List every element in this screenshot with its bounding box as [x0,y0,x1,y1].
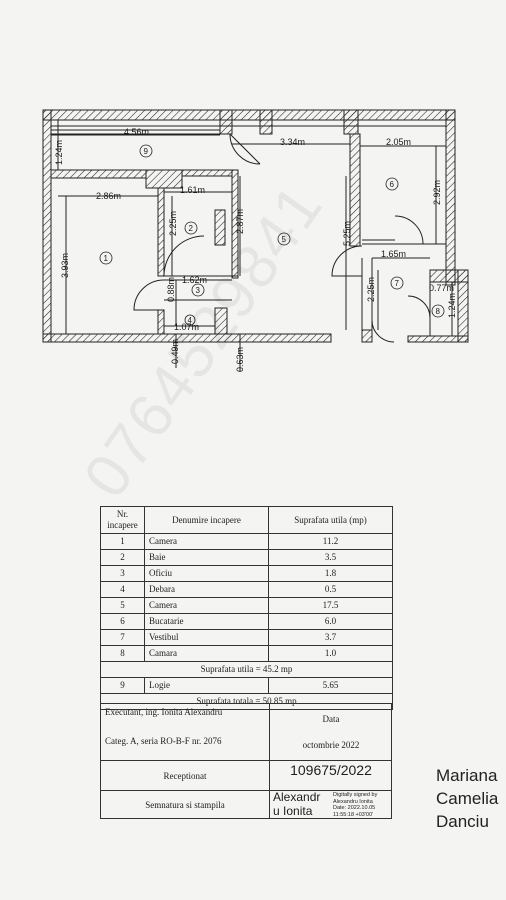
row-nr: 8 [100,645,145,662]
meta-block: Executant, ing. Ionita Alexandru Categ. … [100,703,392,819]
dimension-label: 1.65m [381,249,406,259]
row-nr: 7 [100,629,145,646]
signature-label: Semnatura si stampila [145,800,225,810]
dimension-label: 2.86m [96,191,121,201]
row-nr: 4 [100,581,145,598]
dimension-label: 4.56m [124,127,149,137]
dimension-label: 0.49m [170,339,180,364]
row-area: 17.5 [268,597,393,614]
row-area: 3.7 [268,629,393,646]
row-area: 0.5 [268,581,393,598]
dimension-label: 1.24m [54,140,64,165]
row-nr: 2 [100,549,145,566]
dimension-label: 1.24m [447,293,457,318]
room-number: 4 [188,316,193,325]
category: Categ. A, seria RO-B-F nr. 2076 [105,736,222,746]
room-number: 5 [282,235,287,244]
data-label: Data [322,714,340,724]
row-name: Oficiu [144,565,269,582]
signer-name: Alexandr u Ionita [273,790,321,818]
dimension-label: 0.77m [429,283,454,293]
row-nr: 3 [100,565,145,582]
useful-area-row: Suprafata utila = 45.2 mp [100,661,393,678]
table-header-row: Nr. incapere Denumire incapere Suprafata… [100,506,393,534]
total-area-row: Suprafata totala = 50.85 mp [100,693,393,710]
executant: Executant, ing. Ionita Alexandru [105,707,223,717]
dimension-label: 2.87m [235,209,245,234]
room-number: 9 [144,147,149,156]
row-name: Bucatarie [144,613,269,630]
row-name: Camera [144,533,269,550]
room-number: 7 [395,279,400,288]
header-nr: Nr. incapere [100,506,145,534]
area-table: Nr. incapere Denumire incapere Suprafata… [100,506,393,710]
row-area: 3.5 [268,549,393,566]
floor-plan: 4.56m 1.24m 3.34m 2.05m 2.86m 1.61m 2.92… [42,109,469,372]
dimension-label: 3.93m [60,253,70,278]
row-nr: 1 [100,533,145,550]
total-area: Suprafata totala = 50.85 mp [100,693,393,710]
room-number: 6 [390,180,395,189]
header-area: Suprafata utila (mp) [268,506,393,534]
handwritten-name: Mariana Camelia Danciu [436,766,499,831]
row-name: Logie [144,677,269,694]
dimension-label: 1.62m [182,275,207,285]
row-nr: 9 [100,677,145,694]
row-area: 6.0 [268,613,393,630]
row-area: 11.2 [268,533,393,550]
date-value: octombrie 2022 [302,740,360,750]
useful-area-total: Suprafata utila = 45.2 mp [100,661,393,678]
row-nr: 6 [100,613,145,630]
row-name: Camera [144,597,269,614]
dimension-label: 2.92m [432,180,442,205]
row-area: 5.65 [268,677,393,694]
row-name: Debara [144,581,269,598]
row-area: 1.8 [268,565,393,582]
room-number: 1 [104,254,109,263]
digital-signature: Digitally signed by Alexandru Ionita Dat… [333,792,378,818]
registration-number: 109675/2022 [290,762,372,778]
header-name: Denumire incapere [144,506,269,534]
row-name: Baie [144,549,269,566]
room-number: 3 [196,286,201,295]
dimension-label: 3.34m [280,137,305,147]
room-number: 2 [189,224,194,233]
receptionat-label: Receptionat [163,771,207,781]
dimension-label: 2.25m [168,211,178,236]
dimension-label: 2.25m [366,277,376,302]
row-area: 1.0 [268,645,393,662]
dimension-label: 0.63m [235,347,245,372]
dimension-label: 0.88m [166,277,176,302]
dimension-label: 1.07m [174,322,199,332]
dimension-label: 1.61m [180,185,205,195]
dimension-label: 2.05m [386,137,411,147]
row-nr: 5 [100,597,145,614]
row-name: Vestibul [144,629,269,646]
dimension-label: 5.25m [342,221,352,246]
row-name: Camara [144,645,269,662]
room-number: 8 [436,307,441,316]
